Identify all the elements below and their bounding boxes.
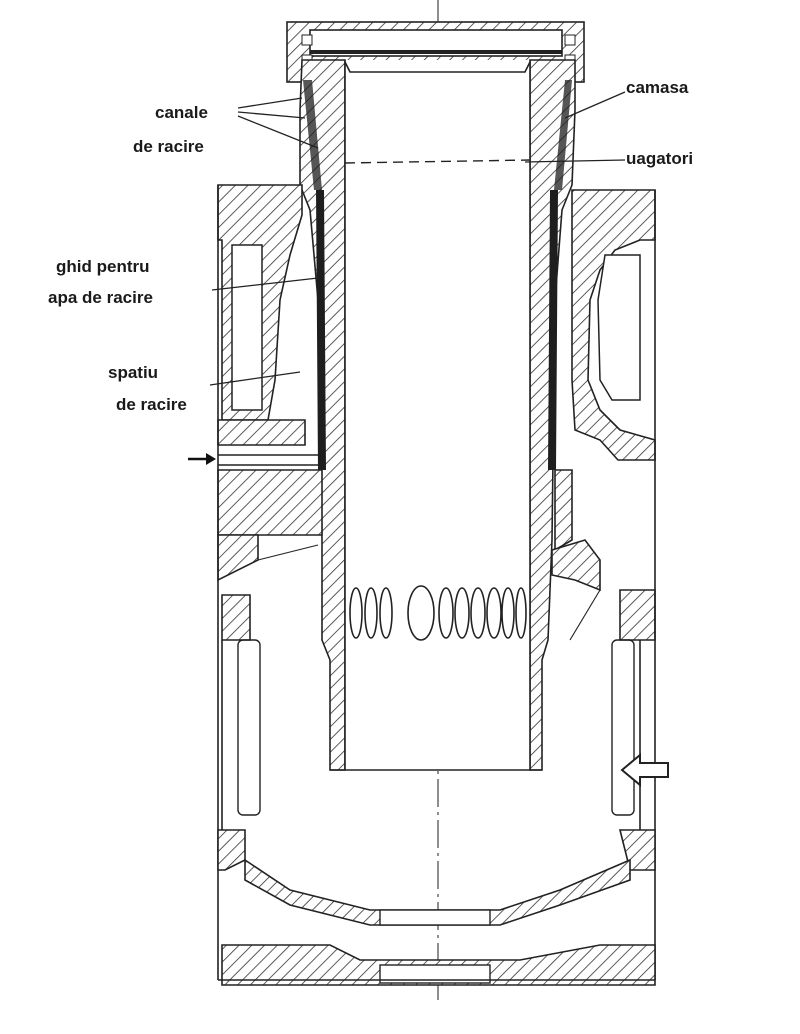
arrow-left-outline-icon: [620, 752, 669, 788]
scavenge-ports: [349, 585, 527, 641]
label-spatiu: spatiu: [108, 363, 158, 382]
cylinder-liner: [299, 59, 576, 771]
frame-right: [551, 189, 656, 980]
label-uagatori: uagatori: [626, 149, 693, 168]
label-de-racire-top: de racire: [133, 137, 204, 156]
label-de-racire-bottom: de racire: [116, 395, 187, 414]
arrow-right-icon: [188, 453, 216, 465]
label-camasa: camasa: [626, 78, 689, 97]
frame-base: [218, 858, 656, 986]
label-apa-de-racire: apa de racire: [48, 288, 153, 307]
frame-left: [217, 184, 323, 980]
label-canale: canale: [155, 103, 208, 122]
leader-lines: [209, 91, 626, 386]
label-ghid-pentru: ghid pentru: [56, 257, 149, 276]
